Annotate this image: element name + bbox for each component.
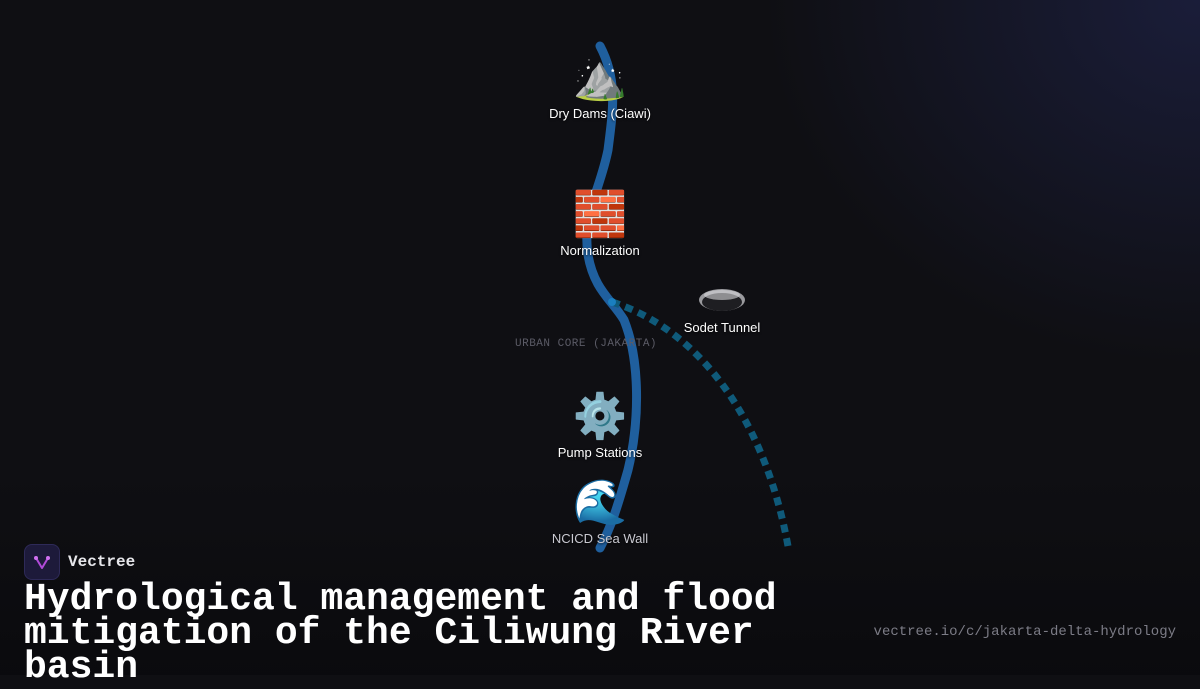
brand-name: Vectree [68,553,136,571]
node-label: Pump Stations [557,445,643,460]
node-label: Normalization [560,243,640,258]
node-label: NCICD Sea Wall [551,531,649,546]
brand: Vectree [24,544,135,580]
brick-wall-icon: 🧱 [572,190,628,239]
mountain-icon: ⛰️ [572,53,628,102]
node-label: Sodet Tunnel [683,320,761,335]
node-label: Dry Dams (Ciawi) [549,106,651,121]
wave-icon: 🌊 [572,478,628,527]
background-glow [0,0,1200,675]
node-pump-stations: ⚙️ Pump Stations [500,391,700,460]
gear-icon: ⚙️ [572,392,628,441]
urban-core-zone-label: URBAN CORE (JAKARTA) [515,338,658,350]
page-title: Hydrological management and flood mitiga… [24,578,777,689]
node-ncicd-sea-wall: 🌊 NCICD Sea Wall [500,477,700,546]
vectree-logo-icon [24,544,60,580]
node-dry-dams: ⛰️ Dry Dams (Ciawi) [500,52,700,121]
ciliwung-river-path [582,41,642,553]
source-url[interactable]: vectree.io/c/jakarta-delta-hydrology [873,624,1176,640]
tunnel-hole-icon [622,278,822,318]
river-diagram [582,41,792,553]
tunnel-junction-dot [608,298,616,306]
node-normalization: 🧱 Normalization [500,189,700,258]
sodet-tunnel-path [610,298,792,547]
node-sodet-tunnel: Sodet Tunnel [622,278,822,335]
